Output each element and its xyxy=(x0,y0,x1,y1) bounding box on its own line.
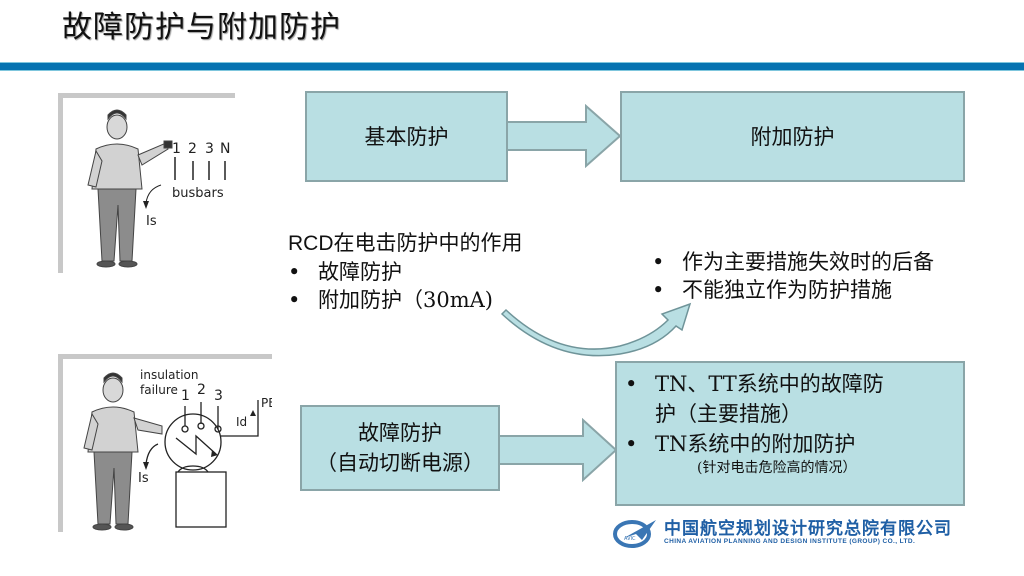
phase-label-1: 1 xyxy=(181,388,190,404)
insulation-label: insulation xyxy=(140,368,198,382)
slide-title: 故障防护与附加防护 xyxy=(62,10,341,45)
arrow-right-icon xyxy=(506,104,622,168)
rcd-notes-list: • 作为主要措施失效时的后备 • 不能独立作为防护措施 xyxy=(652,248,934,304)
detail-note: (针对电击危险高的情况） xyxy=(697,460,857,476)
rcd-heading-text: 在电击防护中的作用 xyxy=(333,231,523,255)
rcd-note-item: • 不能独立作为防护措施 xyxy=(652,278,892,302)
title-divider xyxy=(0,62,1024,71)
rcd-item: • 故障防护 xyxy=(288,260,402,284)
rcd-item: • 附加防护（30mA) xyxy=(288,288,493,312)
illustration-insulation-failure: insulation failure 1 2 3 PE Id Is xyxy=(58,354,272,532)
busbar-label-2: 2 xyxy=(188,141,197,157)
pe-label: PE xyxy=(261,396,272,410)
busbar-lines xyxy=(174,157,226,180)
rcd-note-item: • 作为主要措施失效时的后备 xyxy=(652,250,934,274)
phase-label-3: 3 xyxy=(214,388,223,404)
busbars-label: busbars xyxy=(172,186,224,201)
basic-protection-box: 基本防护 xyxy=(305,91,508,182)
phase-label-2: 2 xyxy=(197,382,206,398)
busbar-label-3: 3 xyxy=(205,141,214,157)
detail-item-continuation: 护（主要措施） xyxy=(655,402,802,426)
rcd-role-block: RCD在电击防护中的作用 • 故障防护 • 附加防护（30mA) xyxy=(288,229,523,314)
detail-item: • TN、TT系统中的故障防 xyxy=(625,372,884,396)
company-name-cn: 中国航空规划设计研究总院有限公司 xyxy=(664,519,952,539)
current-label-is: Is xyxy=(138,471,149,486)
arrow-right-icon xyxy=(498,418,618,482)
person-figure xyxy=(83,372,163,531)
svg-text:AVIC: AVIC xyxy=(624,536,636,542)
additional-protection-box: 附加防护 xyxy=(620,91,965,182)
current-label-is: Is xyxy=(146,214,157,229)
basic-protection-label: 基本防护 xyxy=(364,124,449,149)
fault-protection-box: 故障防护 （自动切断电源） xyxy=(300,405,500,491)
detail-item: • TN系统中的附加防护 xyxy=(625,432,856,456)
person-figure xyxy=(87,109,173,268)
avic-emblem-icon: AVIC xyxy=(613,520,656,548)
busbar-label-1: 1 xyxy=(172,141,181,157)
fault-protection-details-box: • TN、TT系统中的故障防 护（主要措施） • TN系统中的附加防护 (针对电… xyxy=(615,361,965,506)
id-label: Id xyxy=(236,415,247,429)
illustration-busbars: 1 2 3 N busbars Is xyxy=(58,93,235,273)
busbar-label-n: N xyxy=(220,141,230,157)
rcd-heading: RCD在电击防护中的作用 xyxy=(288,231,523,255)
curved-arrow-icon xyxy=(500,302,692,357)
company-name-en: CHINA AVIATION PLANNING AND DESIGN INSTI… xyxy=(664,538,916,545)
fault-protection-label: 故障防护 xyxy=(358,421,442,445)
company-logo: AVIC 中国航空规划设计研究总院有限公司 CHINA AVIATION PLA… xyxy=(612,518,952,548)
failure-label: failure xyxy=(140,383,178,397)
additional-protection-label: 附加防护 xyxy=(750,124,835,149)
auto-disconnect-label: （自动切断电源） xyxy=(316,451,484,475)
